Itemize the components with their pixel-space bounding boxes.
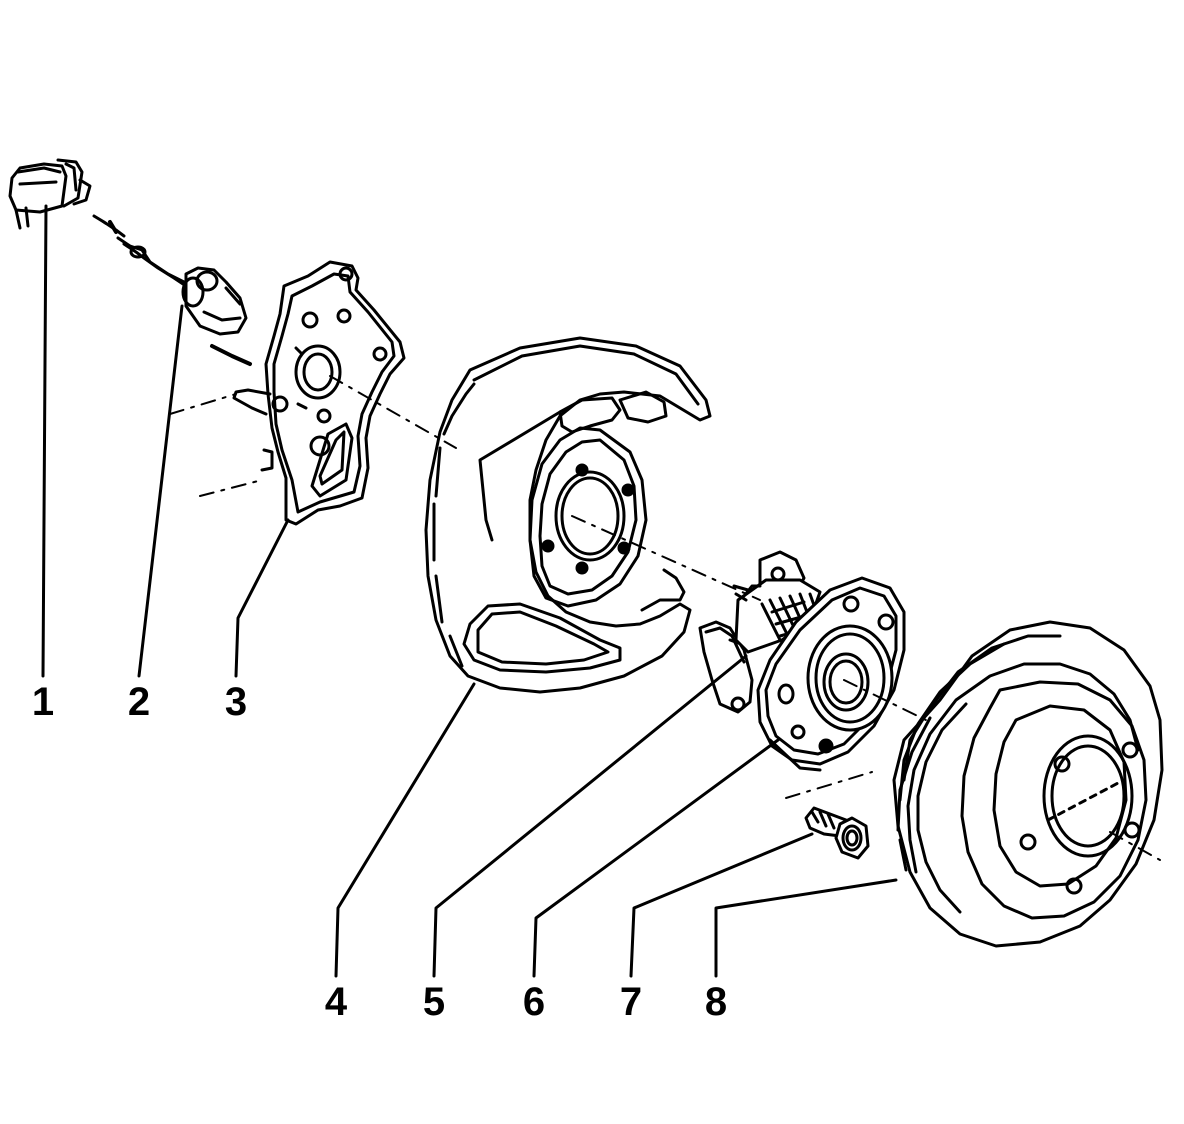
part-3-mounting-plate: [210, 260, 406, 526]
callout-label-8: 8: [704, 980, 728, 1024]
assembly-axis-lines: [93, 215, 1161, 861]
part-2-speed-sensor: [92, 214, 248, 336]
part-7-bolt: [804, 806, 870, 860]
callout-leader-lines: [41, 204, 898, 978]
callout-label-2: 2: [127, 680, 151, 724]
part-4-dust-shield: [424, 336, 712, 694]
part-6-wheel-hub: [732, 550, 906, 772]
callout-label-7: 7: [619, 980, 643, 1024]
callout-label-1: 1: [31, 680, 55, 724]
callout-label-4: 4: [324, 980, 348, 1024]
callout-label-5: 5: [422, 980, 446, 1024]
part-8-brake-disc: [892, 620, 1164, 948]
part-1-connector: [8, 158, 92, 230]
callout-label-6: 6: [522, 980, 546, 1024]
callout-label-3: 3: [224, 680, 248, 724]
